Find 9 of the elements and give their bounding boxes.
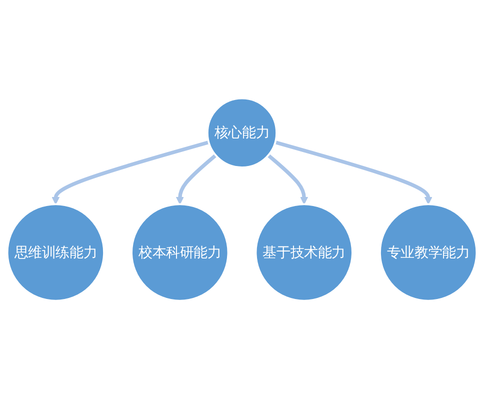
arrow (52, 140, 210, 205)
arrow (274, 140, 432, 205)
arrow (176, 154, 217, 205)
node-circle: 思维训练能力 (6, 204, 105, 302)
arrow (267, 154, 308, 205)
node-circle: 基于技术能力 (254, 204, 354, 302)
node-circle: 核心能力 (206, 98, 278, 169)
node-circle: 校本科研能力 (130, 204, 230, 302)
node-circle: 专业教学能力 (379, 204, 478, 302)
